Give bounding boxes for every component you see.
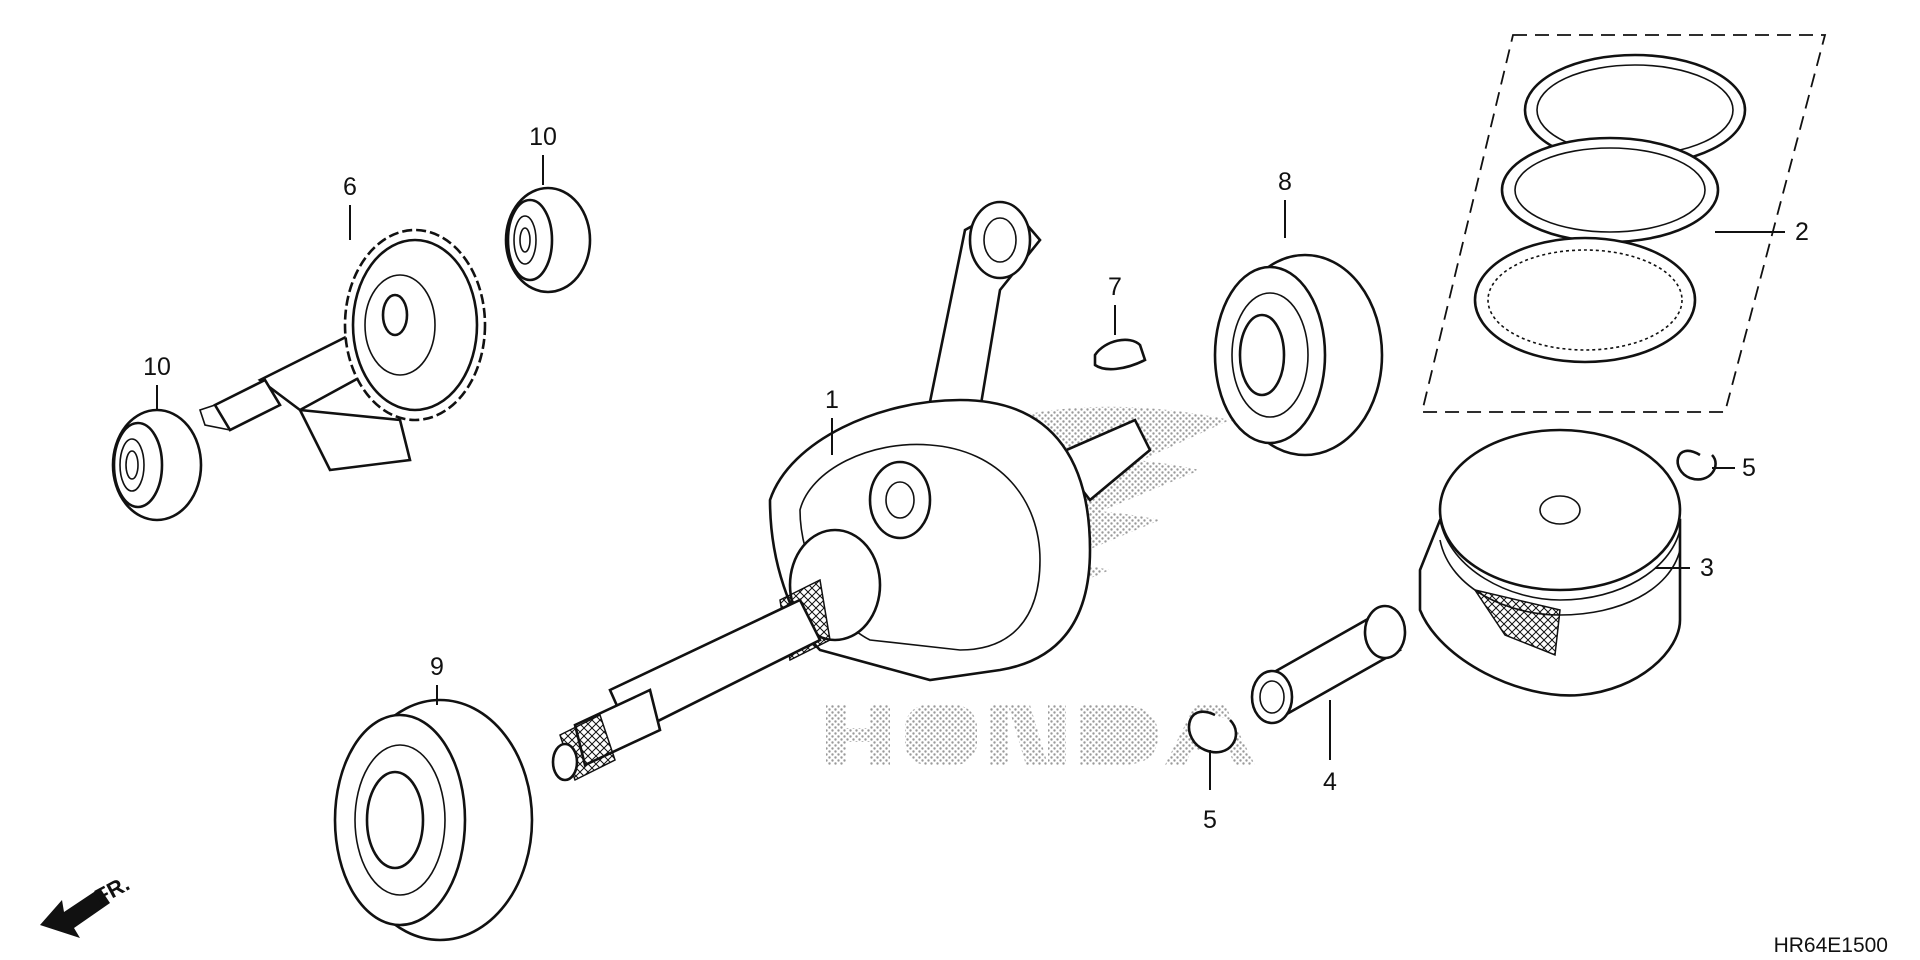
- callout-8: 8: [1278, 168, 1292, 196]
- callout-1: 1: [825, 386, 839, 414]
- part-10-bearing-left: [111, 408, 203, 522]
- front-direction-arrow: FR.: [40, 871, 134, 938]
- callout-10-left: 10: [143, 353, 171, 381]
- callout-3: 3: [1700, 554, 1714, 582]
- callout-6: 6: [343, 173, 357, 201]
- callout-5-right: 5: [1742, 454, 1756, 482]
- part-2-piston-rings: [1420, 34, 1827, 413]
- part-3-piston: [1418, 428, 1682, 697]
- part-5-clip-right: [1676, 449, 1717, 481]
- leader-lines: [156, 155, 1785, 790]
- callout-2: 2: [1795, 218, 1809, 246]
- callout-4: 4: [1323, 768, 1337, 796]
- part-4-piston-pin: [1250, 604, 1407, 725]
- part-8-bearing-right: [1213, 253, 1384, 457]
- honda-lettering-watermark: [826, 705, 1255, 765]
- callout-7: 7: [1108, 273, 1122, 301]
- part-7-woodruff-key: [1093, 338, 1147, 371]
- part-9-bearing-large: [333, 698, 534, 942]
- callout-10-top: 10: [529, 123, 557, 151]
- part-5-clip-bottom: [1187, 710, 1238, 754]
- callout-5-bottom: 5: [1203, 806, 1217, 834]
- part-10-bearing-top: [504, 186, 592, 294]
- part-6-balancer-gear: [198, 228, 487, 472]
- callout-9: 9: [430, 653, 444, 681]
- part-1-crankshaft: [551, 200, 1152, 782]
- diagram-code: HR64E1500: [1774, 934, 1888, 957]
